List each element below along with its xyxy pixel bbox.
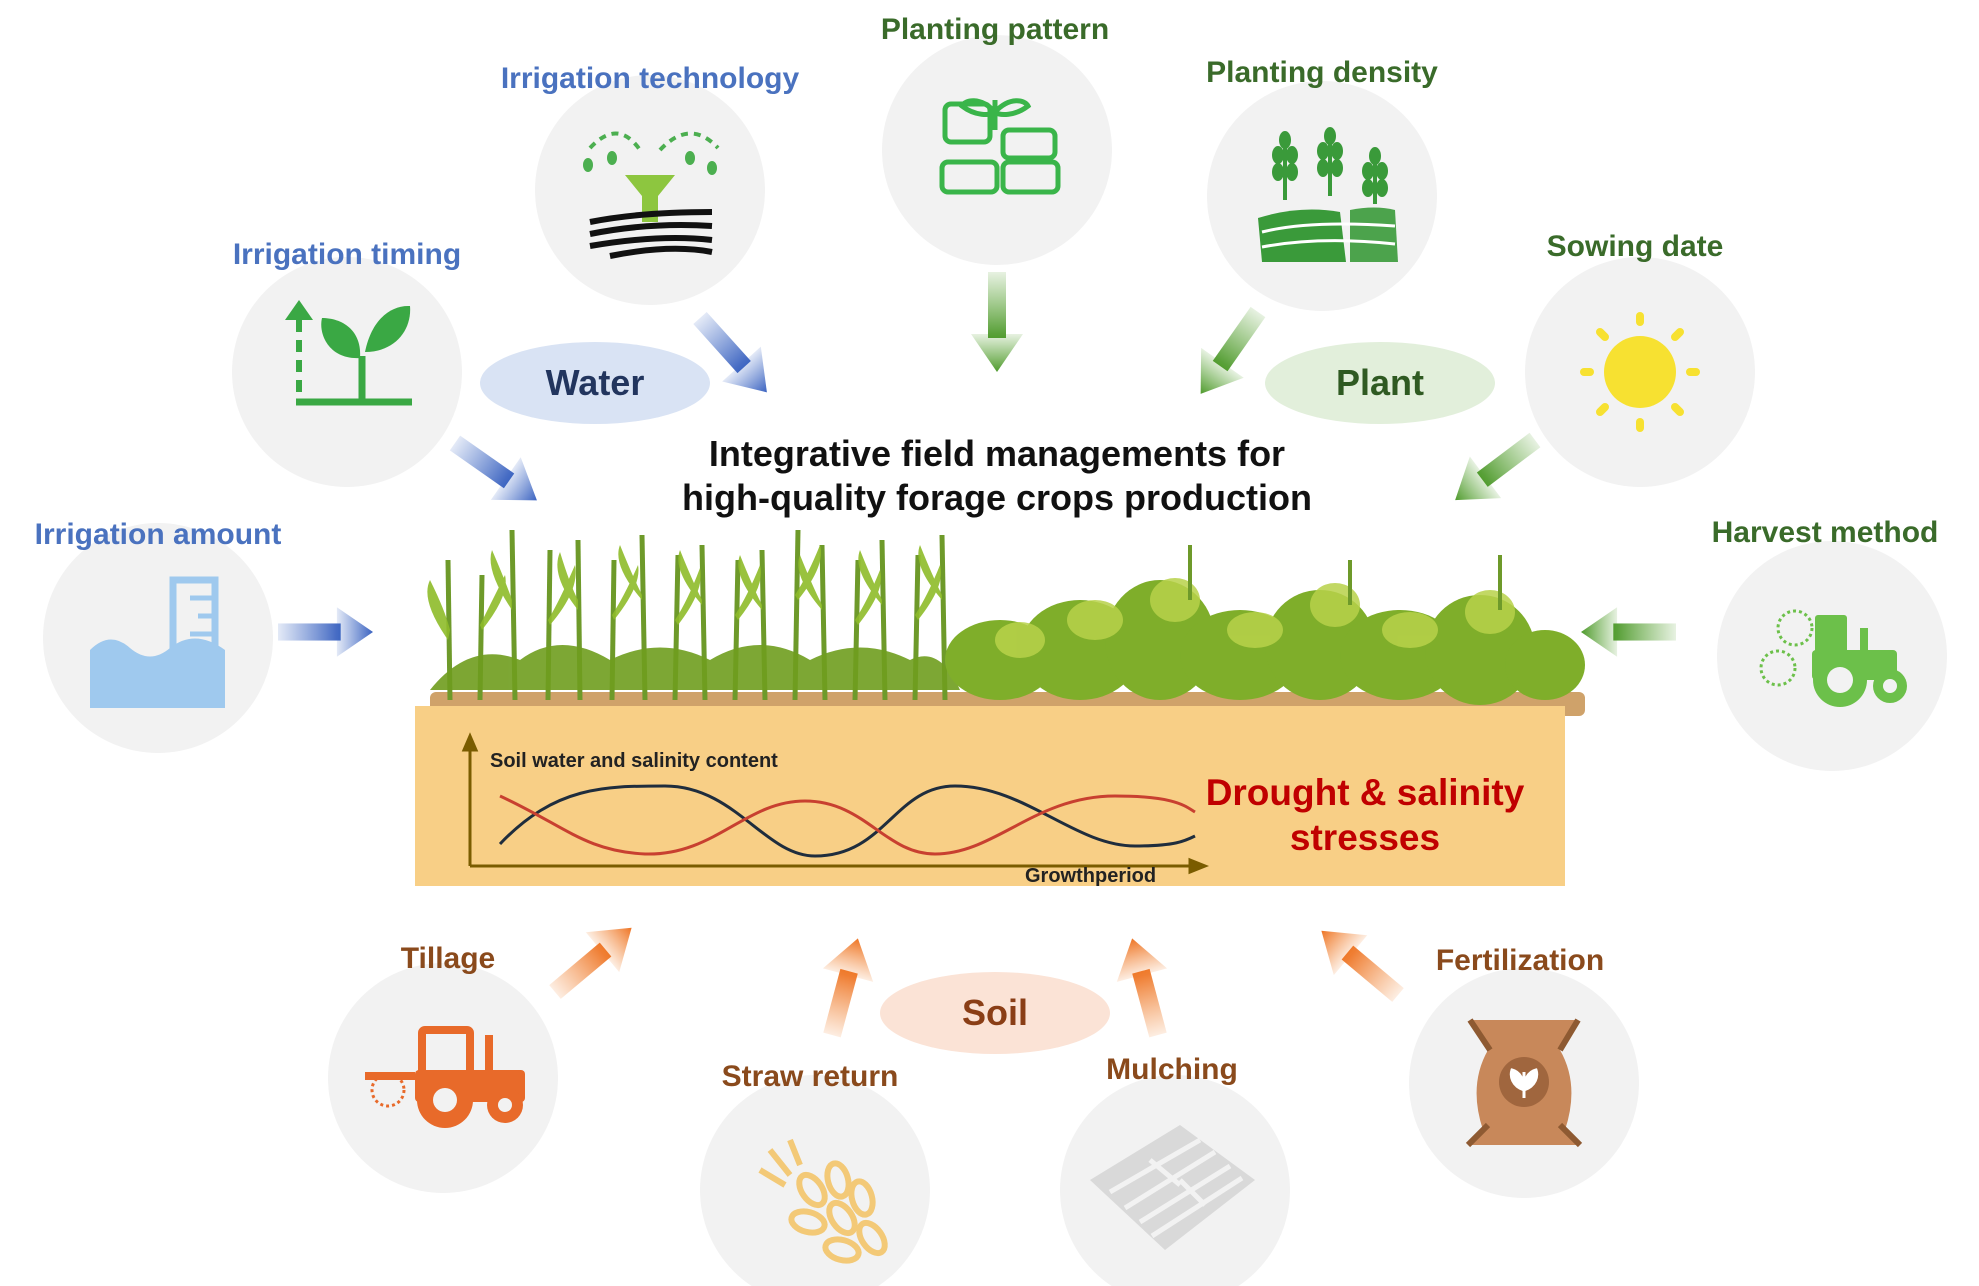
arrow-sowing-date bbox=[1439, 419, 1551, 521]
arrow-planting-pattern bbox=[971, 272, 1023, 372]
soil-profile-panel bbox=[415, 706, 1565, 886]
water-level-icon bbox=[90, 576, 225, 708]
group-soil: Soil bbox=[880, 972, 1110, 1054]
soil-water-curve bbox=[498, 784, 1196, 858]
label-straw-return: Straw return bbox=[721, 1060, 899, 1093]
arrow-fertilization bbox=[1304, 910, 1415, 1015]
group-plant: Plant bbox=[1265, 342, 1495, 424]
arrow-straw-return bbox=[806, 931, 883, 1042]
chart-axes bbox=[461, 732, 1210, 875]
sun-icon bbox=[1580, 312, 1700, 432]
soil-salinity-curve bbox=[499, 794, 1196, 856]
crop-field-illustration bbox=[427, 529, 1585, 716]
intercropping-grid-icon bbox=[939, 98, 1061, 195]
harvester-tractor-icon bbox=[1759, 609, 1907, 707]
label-irrigation-technology: Irrigation technology bbox=[500, 62, 800, 95]
label-tillage: Tillage bbox=[400, 942, 496, 975]
fertilizer-sack-icon bbox=[1465, 1018, 1583, 1148]
title-line-2: high-quality forage crops production bbox=[682, 477, 1312, 518]
title-line-1: Integrative field managements for bbox=[708, 433, 1286, 474]
plastic-film-icon bbox=[1090, 1125, 1255, 1250]
stress-label: Drought & salinity stresses bbox=[1206, 770, 1525, 860]
arrow-planting-density bbox=[1179, 297, 1280, 409]
y-axis-label: Soil water and salinity content bbox=[490, 750, 778, 772]
label-planting-pattern: Planting pattern bbox=[880, 13, 1110, 46]
label-irrigation-amount: Irrigation amount bbox=[34, 518, 282, 551]
x-axis-label: Growthperiod bbox=[1025, 865, 1157, 887]
seedling-growth-icon bbox=[285, 300, 412, 406]
sprinkler-icon bbox=[583, 131, 720, 259]
wheat-field-icon bbox=[1258, 127, 1398, 262]
straw-grain-icon bbox=[758, 1138, 888, 1264]
stress-line-2: stresses bbox=[1289, 817, 1441, 858]
label-harvest-method: Harvest method bbox=[1711, 516, 1939, 549]
stress-line-1: Drought & salinity bbox=[1205, 772, 1525, 813]
label-planting-density: Planting density bbox=[1206, 56, 1438, 89]
arrow-harvest-method bbox=[1581, 607, 1676, 657]
arrow-irrigation-amount bbox=[278, 607, 373, 657]
label-irrigation-timing: Irrigation timing bbox=[232, 238, 462, 271]
label-sowing-date: Sowing date bbox=[1546, 230, 1724, 263]
soil-dynamics-chart bbox=[461, 732, 1210, 875]
tractor-tiller-icon bbox=[365, 1026, 525, 1128]
arrow-irrigation-timing bbox=[440, 421, 552, 522]
arrow-tillage bbox=[538, 907, 649, 1012]
label-mulching: Mulching bbox=[1106, 1053, 1238, 1086]
group-water: Water bbox=[480, 342, 710, 424]
label-fertilization: Fertilization bbox=[1435, 944, 1605, 977]
diagram-title: Integrative field managements for high-q… bbox=[682, 432, 1312, 520]
arrow-mulching bbox=[1107, 931, 1184, 1042]
